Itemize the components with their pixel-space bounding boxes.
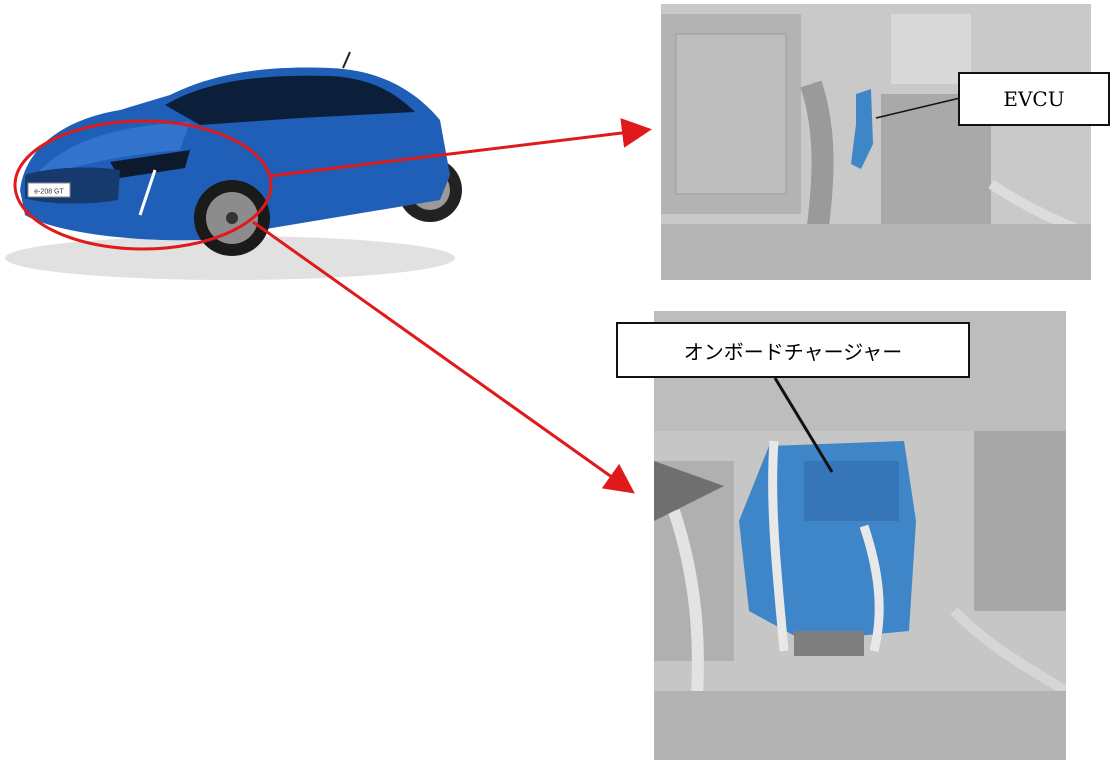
car-illustration: e-208 GT xyxy=(5,51,462,280)
arrow-to-evcu xyxy=(269,118,652,178)
evcu-label-box: EVCU xyxy=(958,72,1110,126)
charger-label-box: オンボードチャージャー xyxy=(616,322,970,378)
charger-label: オンボードチャージャー xyxy=(683,339,903,364)
license-plate xyxy=(27,182,71,198)
license-plate-text: e-208 GT xyxy=(34,189,64,196)
evcu-photo xyxy=(661,4,1091,280)
charger-leader-line xyxy=(773,377,834,473)
evcu-label: EVCU xyxy=(1003,87,1065,111)
arrow-to-charger xyxy=(252,220,635,494)
front-highlight-ellipse xyxy=(13,119,273,251)
evcu-component xyxy=(851,89,873,169)
evcu-leader-line xyxy=(875,97,961,119)
car-window xyxy=(165,75,415,125)
